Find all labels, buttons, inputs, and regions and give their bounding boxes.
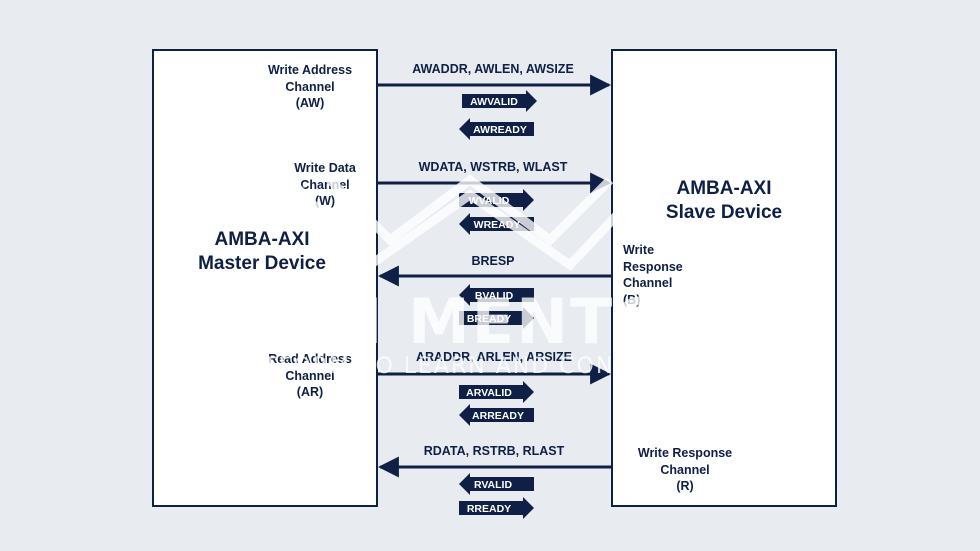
channel-label-r: Write Response Channel (R) <box>625 445 745 495</box>
arvalid-label: ARVALID <box>466 387 512 399</box>
r-bus-label: RDATA, RSTRB, RLAST <box>424 444 565 458</box>
rvalid-label: RVALID <box>474 479 513 491</box>
w-label-line3: (W) <box>314 194 336 208</box>
awvalid-label: AWVALID <box>470 96 518 108</box>
awready-tag: AWREADY <box>459 118 534 140</box>
channel-label-aw: Write Address Channel (AW) <box>250 62 370 112</box>
b-label-line2: Response <box>623 259 683 274</box>
rready-label: RREADY <box>467 503 511 515</box>
b-label-line1: Write <box>623 243 655 257</box>
slave-device-box <box>611 49 837 507</box>
slave-title-line2: Slave Device <box>665 202 783 223</box>
ar-label-line1: Read Address <box>268 352 352 366</box>
aw-label-line1: Write Address <box>267 63 353 77</box>
bvalid-label: BVALID <box>475 290 514 302</box>
master-title-line2: Master Device <box>198 253 326 274</box>
aw-label-line3: (AW) <box>295 96 325 110</box>
watermark-logo <box>286 174 654 271</box>
awvalid-tag: AWVALID <box>462 90 537 112</box>
r-label-line3: (R) <box>676 479 694 493</box>
bready-tag: BREADY <box>459 307 534 329</box>
channel-label-b: Write Response Channel (B) <box>623 242 713 308</box>
rready-tag: RREADY <box>459 497 534 519</box>
rvalid-tag: RVALID <box>459 473 534 495</box>
w-label-line1: Write Data <box>294 161 356 175</box>
aw-bus-label: AWADDR, AWLEN, AWSIZE <box>412 62 574 76</box>
slave-device-title: AMBA-AXI Slave Device <box>611 177 837 225</box>
master-title-line1: AMBA-AXI <box>214 229 310 250</box>
r-label-line2: Channel <box>660 462 710 477</box>
b-label-line4: (B) <box>623 292 641 307</box>
bready-label: BREADY <box>467 313 511 325</box>
bvalid-tag: BVALID <box>459 284 534 306</box>
arready-label: ARREADY <box>472 410 524 422</box>
ar-bus-label: ARADDR, ARLEN, ARSIZE <box>416 350 572 364</box>
master-device-title: AMBA-AXI Master Device <box>152 228 372 276</box>
master-device-box <box>152 49 378 507</box>
awready-label: AWREADY <box>473 124 527 136</box>
ar-label-line2: Channel <box>285 368 335 383</box>
r-label-line1: Write Response <box>637 446 733 460</box>
channel-label-ar: Read Address Channel (AR) <box>250 351 370 401</box>
arready-tag: ARREADY <box>459 404 534 426</box>
b-bus-label: BRESP <box>471 254 514 268</box>
ar-label-line3: (AR) <box>296 385 324 399</box>
b-label-line3: Channel <box>623 276 673 290</box>
slave-title-line1: AMBA-AXI <box>676 178 772 199</box>
w-bus-label: WDATA, WSTRB, WLAST <box>419 160 568 174</box>
arvalid-tag: ARVALID <box>459 381 534 403</box>
aw-label-line2: Channel <box>285 79 335 94</box>
